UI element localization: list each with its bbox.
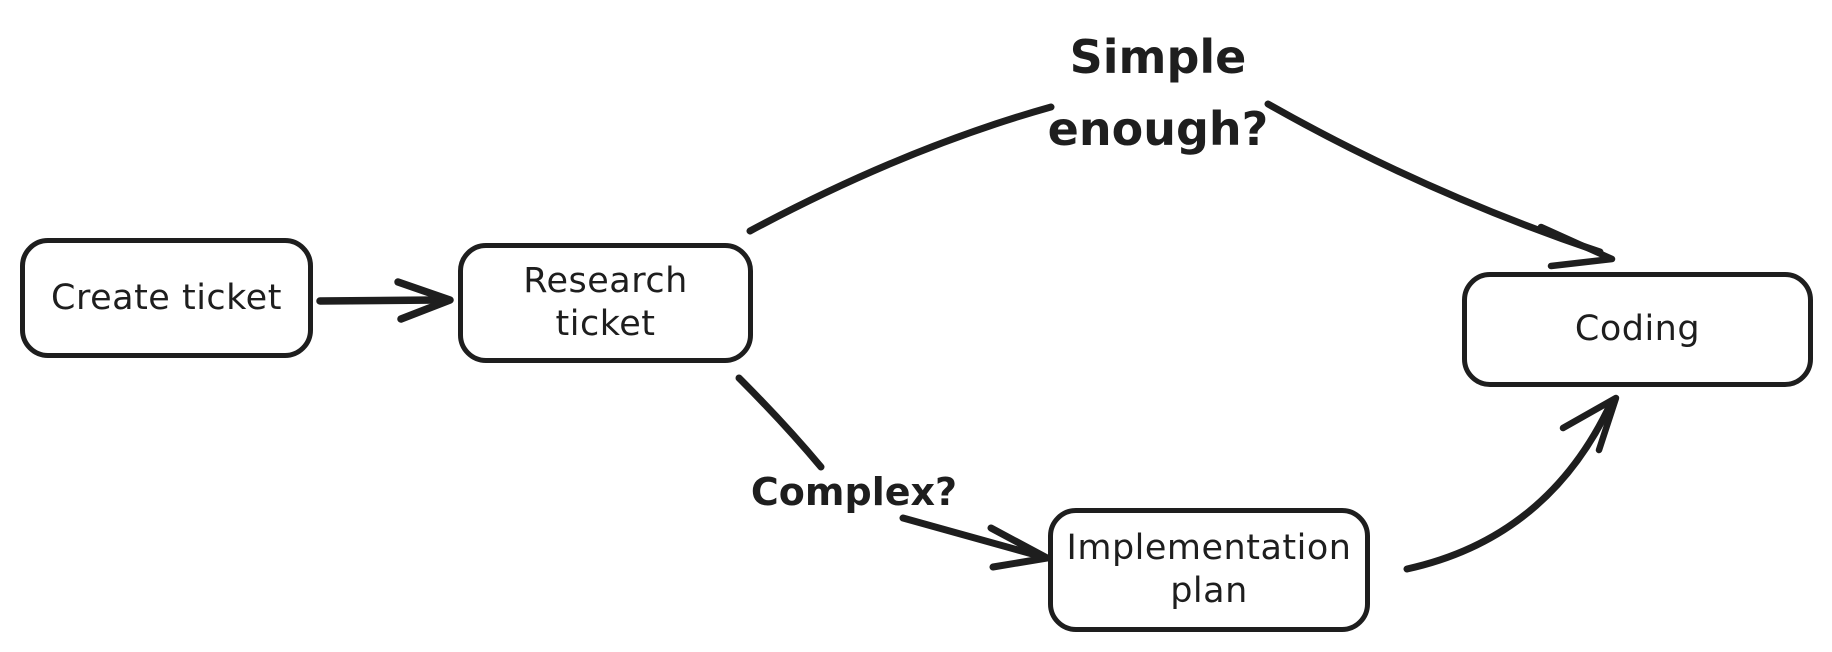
node-label-line2: ticket bbox=[555, 304, 656, 344]
edge-label-line1: Simple bbox=[1069, 30, 1247, 84]
arrowhead bbox=[394, 278, 454, 323]
edge-research-to-coding[interactable] bbox=[746, 100, 1616, 270]
edge-line bbox=[735, 374, 825, 471]
node-label-line1: Research bbox=[523, 261, 688, 302]
node-label-line2: plan bbox=[1170, 571, 1248, 611]
edge-create-to-research[interactable] bbox=[316, 278, 454, 323]
edge-plan-to-coding[interactable] bbox=[1403, 394, 1620, 573]
node-label: Coding bbox=[1574, 309, 1701, 350]
node-create-ticket[interactable]: Create ticket bbox=[20, 238, 313, 358]
edge-label-complex[interactable]: Complex? bbox=[751, 470, 957, 514]
node-label-line1: Implementation bbox=[1066, 528, 1352, 569]
edge-line bbox=[899, 514, 1040, 559]
arrowhead bbox=[987, 524, 1051, 571]
arrowhead bbox=[1559, 394, 1620, 454]
edge-label-text: Complex? bbox=[750, 470, 958, 514]
node-coding[interactable]: Coding bbox=[1462, 272, 1813, 387]
edge-line bbox=[746, 103, 1055, 235]
node-label: Create ticket bbox=[51, 277, 282, 318]
edge-line bbox=[316, 296, 442, 305]
edge-label-simple-enough[interactable]: Simple enough? bbox=[1048, 21, 1269, 165]
node-research-ticket[interactable]: Research ticket bbox=[458, 243, 753, 363]
edge-research-to-plan[interactable] bbox=[735, 374, 1051, 571]
edge-line bbox=[1403, 399, 1615, 573]
node-implementation-plan[interactable]: Implementation plan bbox=[1048, 508, 1370, 632]
edge-label-line2: enough? bbox=[1047, 102, 1269, 156]
arrowhead bbox=[1537, 223, 1616, 270]
